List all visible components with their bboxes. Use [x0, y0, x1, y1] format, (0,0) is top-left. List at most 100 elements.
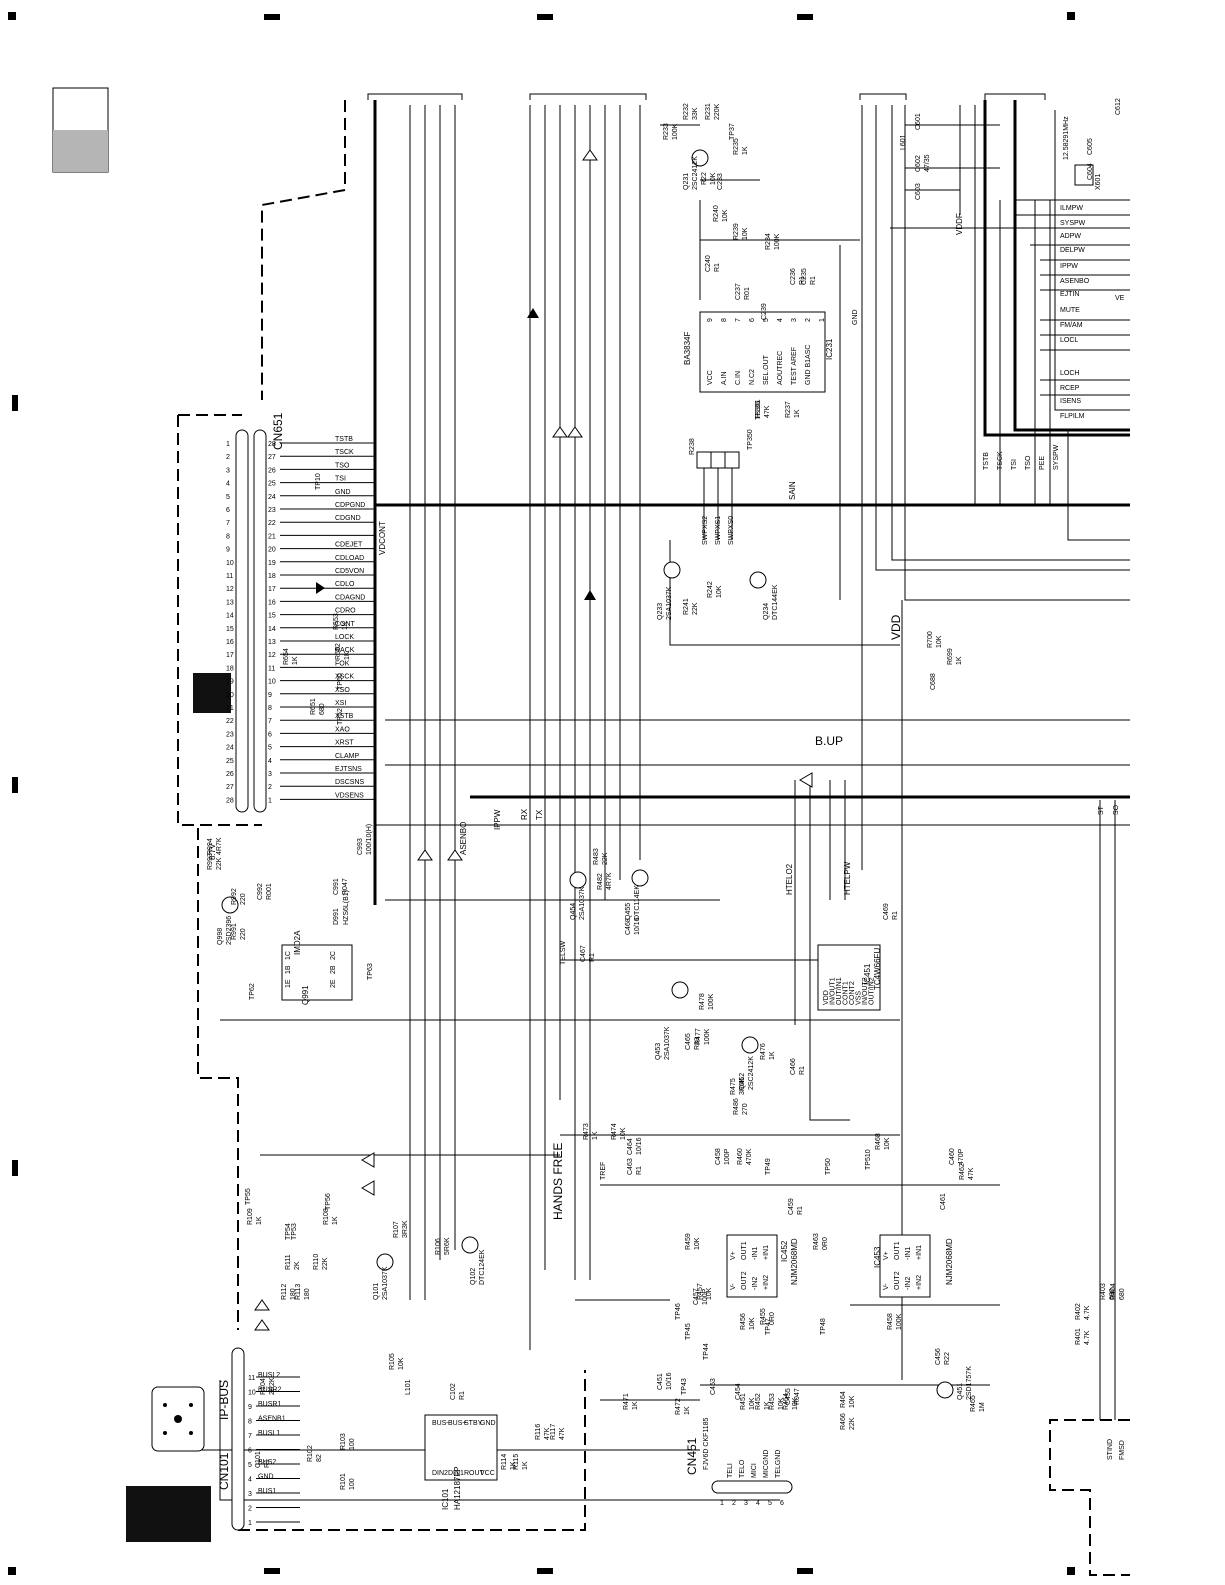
cn651-signal: VDSENS — [335, 792, 364, 799]
resistor-ref: R454 — [783, 1393, 790, 1410]
ic101: IC101 HA12187FP — [424, 1414, 498, 1510]
ic101-pin-name: DIN2 — [432, 1470, 448, 1477]
ic453-pin-name: -IN2 — [905, 1277, 912, 1290]
cn651-pin-right: 18 — [268, 573, 276, 580]
cn651-signal: CDGND — [335, 515, 361, 522]
resistor-ref: R477 — [695, 1028, 702, 1045]
cn651-signal: CDLOAD — [335, 555, 364, 562]
transistor-part: 2SC2412K — [748, 1056, 755, 1090]
transistor-ref: Q451 — [957, 1383, 964, 1400]
cn101-pin: 10 — [248, 1390, 256, 1397]
resistor-value: 47K — [968, 1167, 975, 1180]
capacitor-ref: C454 — [735, 1383, 742, 1400]
resistor-value: 270 — [742, 1103, 749, 1115]
test-point: TP49 — [765, 1158, 772, 1175]
resistor-value: 1K — [344, 651, 351, 660]
resistor-ref: R456 — [740, 1313, 747, 1330]
ic231-pin-name: C.IN — [735, 371, 742, 385]
resistor-ref: R109 — [247, 1208, 254, 1225]
resistor-ref: R107 — [393, 1221, 400, 1238]
cn651-pin-left: 26 — [226, 771, 234, 778]
capacitor-value: R22 — [944, 1352, 951, 1365]
resistor-value: 4.7K — [1084, 1305, 1091, 1320]
ic101-pin-name: ROUT — [464, 1470, 485, 1477]
resistor-ref: R471 — [623, 1393, 630, 1410]
capacitor-ref: C235 — [801, 268, 808, 285]
cn651-pin-right: 4 — [268, 758, 272, 765]
transistor-symbols — [221, 149, 954, 1399]
ic101-pin-name: GND — [480, 1420, 496, 1427]
transistor-ref: Q998 — [217, 928, 224, 945]
net-label-asenbo: ASENBO — [459, 822, 468, 855]
resistor-ref: R468 — [875, 1133, 882, 1150]
resistor-value: 1K — [769, 1051, 776, 1060]
resistor-value: 100K — [774, 233, 781, 250]
cn651-signal: CDPGND — [335, 502, 365, 509]
cn651-pin-right: 8 — [268, 705, 272, 712]
cn651-signal: XSO — [335, 687, 350, 694]
capacitor-ref: C233 — [717, 173, 724, 190]
capacitor-ref: C456 — [935, 1348, 942, 1365]
cn451-pin: 4 — [756, 1500, 760, 1507]
cn651-pin-left: 13 — [226, 599, 234, 606]
resistor-ref: R231 — [705, 103, 712, 120]
resistor-ref: R236 — [755, 401, 762, 418]
resistor-ref: R464 — [840, 1391, 847, 1408]
resistor-ref: R482 — [597, 873, 604, 890]
transistor-ref: Q102 — [470, 1268, 477, 1285]
cn651-pin-left: 9 — [226, 547, 230, 554]
right-bus-labels: ILMPWSYSPWADPWDELPWIPPWASENBOEJTINMUTEFM… — [1060, 205, 1125, 420]
resistor-value: 470K — [746, 1148, 753, 1165]
cn651-signal: CDEJET — [335, 542, 363, 549]
capacitor-value: R01 — [744, 287, 751, 300]
crystal-x601 — [1074, 164, 1094, 186]
net-label-st: ST — [1098, 805, 1105, 815]
resistor-value: 10K — [936, 635, 943, 648]
ic453-pin-name: OUT2 — [894, 1271, 901, 1290]
test-point: TP55 — [245, 1188, 252, 1205]
right-bus-label: FM/AM — [1060, 322, 1083, 329]
cn651-pin-left: 5 — [226, 494, 230, 501]
cn651-pin-left: 2 — [226, 454, 230, 461]
diode-ref: D991 — [333, 908, 340, 925]
cn651-signal: XAO — [335, 726, 350, 733]
capacitor-ref: C469 — [883, 903, 890, 920]
cn651-pin-right: 21 — [268, 533, 276, 540]
resistor-ref: R101 — [340, 1473, 347, 1490]
right-bus-label: ASENBO — [1060, 278, 1090, 285]
right-bus-label: DELPW — [1060, 247, 1085, 254]
ic101-pin-name: BUS+ — [448, 1420, 466, 1427]
transistor-ref: Q455 — [625, 903, 632, 920]
ic451-pin-name: VDD — [823, 990, 830, 1005]
test-point: TP52 — [337, 708, 344, 725]
cn651-pin-left: 17 — [226, 652, 234, 659]
cn651-pin-left: 8 — [226, 533, 230, 540]
resistor-value: 10K — [749, 1397, 756, 1410]
resistor-ref: R994 — [207, 838, 214, 855]
resistor-value: 4R7K — [216, 837, 223, 855]
net-label-sain: SAIN — [788, 481, 797, 500]
cn651-signal: FOK — [335, 660, 350, 667]
transistor-ref: Q453 — [655, 1043, 662, 1060]
resistor-value: 10K — [620, 1127, 627, 1140]
resistor-ref: R233 — [663, 123, 670, 140]
ic451-pin-name: OUT/IN2 — [869, 977, 876, 1005]
right-bus-label: FLPILM — [1060, 413, 1085, 420]
resistor-ref: R460 — [737, 1148, 744, 1165]
capacitor-value: R001 — [266, 883, 273, 900]
resistor-ref: R652 — [335, 643, 342, 660]
q991-pin: 2C — [330, 951, 337, 960]
resistor-ref: R234 — [765, 233, 772, 250]
resistor-ref: R402 — [1075, 1303, 1082, 1320]
resistor-ref: R472 — [675, 1398, 682, 1415]
cn651-pin-right: 9 — [268, 692, 272, 699]
resistor-value: 680 — [319, 703, 326, 715]
cn651-signal: CD5VON — [335, 568, 364, 575]
cn651-pin-right: 25 — [268, 481, 276, 488]
ic101-pin-name: STBY — [464, 1420, 483, 1427]
capacitor-value: R1 — [589, 953, 596, 962]
test-point: TP510 — [865, 1149, 872, 1170]
test-point: TP350 — [747, 429, 754, 450]
right-bus-label: ISENS — [1060, 398, 1081, 405]
capacitor-value: 10/16 — [666, 1372, 673, 1390]
